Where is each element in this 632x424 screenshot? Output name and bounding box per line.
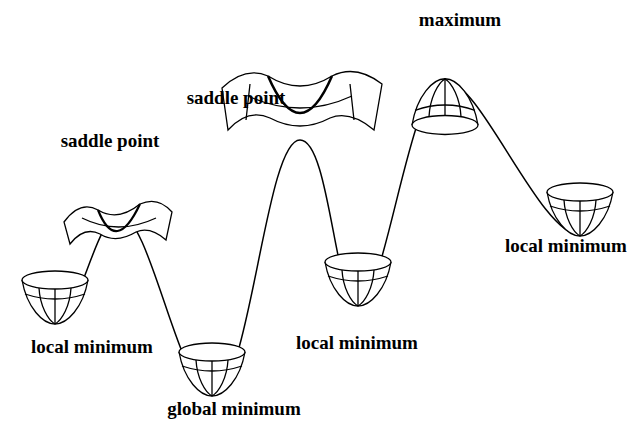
- point-label: maximum: [419, 10, 501, 31]
- maximum-dome: [412, 79, 478, 135]
- point-label: global minimum: [167, 399, 301, 420]
- saddle-surface: [64, 201, 172, 244]
- minimum-bowl: [179, 343, 245, 396]
- minimum-bowl: [547, 183, 613, 236]
- minimum-bowl: [22, 271, 88, 324]
- point-label: local minimum: [505, 236, 627, 257]
- point-label: saddle point: [187, 88, 286, 109]
- point-label: saddle point: [61, 131, 160, 152]
- minimum-bowl: [325, 253, 391, 306]
- point-label: local minimum: [296, 333, 418, 354]
- point-label: local minimum: [31, 337, 153, 358]
